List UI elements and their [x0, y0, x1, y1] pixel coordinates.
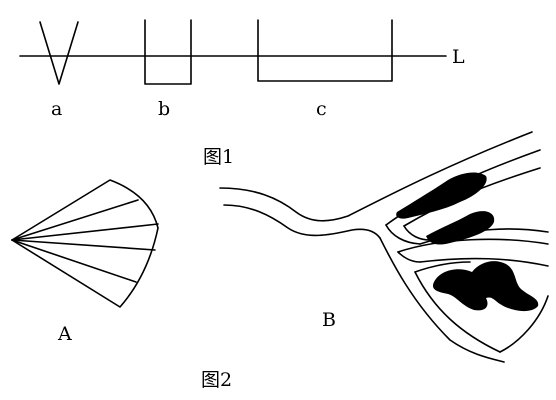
- channel-wall-6: [414, 271, 501, 353]
- island-top: [396, 172, 487, 219]
- profile-b-label: b: [158, 98, 170, 120]
- channel-wall-4-tip: [397, 251, 421, 263]
- lower-bank-outflow: [379, 237, 505, 363]
- channel-wall-junction: [385, 224, 421, 245]
- channel-wall-7: [499, 295, 549, 353]
- lower-bank: [223, 204, 381, 239]
- island-middle: [426, 211, 495, 245]
- profile-b-rectangle: [144, 19, 192, 85]
- channel-wall-2-tip: [403, 225, 431, 241]
- channel-wall-4: [397, 238, 549, 253]
- fan-ray-2: [11, 223, 159, 241]
- profile-a-v-shape: [39, 21, 79, 85]
- upper-bank: [219, 131, 533, 222]
- panel-b-delta: [219, 131, 549, 363]
- profile-a-label: a: [51, 98, 62, 120]
- profile-c-rectangle: [257, 19, 393, 82]
- panel-a-fan: [11, 179, 159, 308]
- island-bottom: [432, 261, 539, 312]
- figure-1: L a b c 图1: [19, 19, 465, 168]
- figure-2-caption: 图2: [201, 369, 232, 391]
- channel-wall-6-top: [414, 261, 471, 273]
- channel-wall-5: [419, 257, 549, 267]
- panel-b-label: B: [322, 309, 336, 331]
- fan-ray-1: [11, 199, 139, 241]
- figure-2: A B 图2: [11, 131, 549, 391]
- figure-1-caption: 图1: [203, 146, 234, 168]
- fan-ray-4: [11, 239, 137, 283]
- line-l-label: L: [452, 46, 465, 68]
- fan-outline: [11, 179, 159, 308]
- panel-a-label: A: [57, 323, 72, 345]
- profile-c-label: c: [316, 98, 327, 120]
- fan-ray-3: [11, 239, 156, 251]
